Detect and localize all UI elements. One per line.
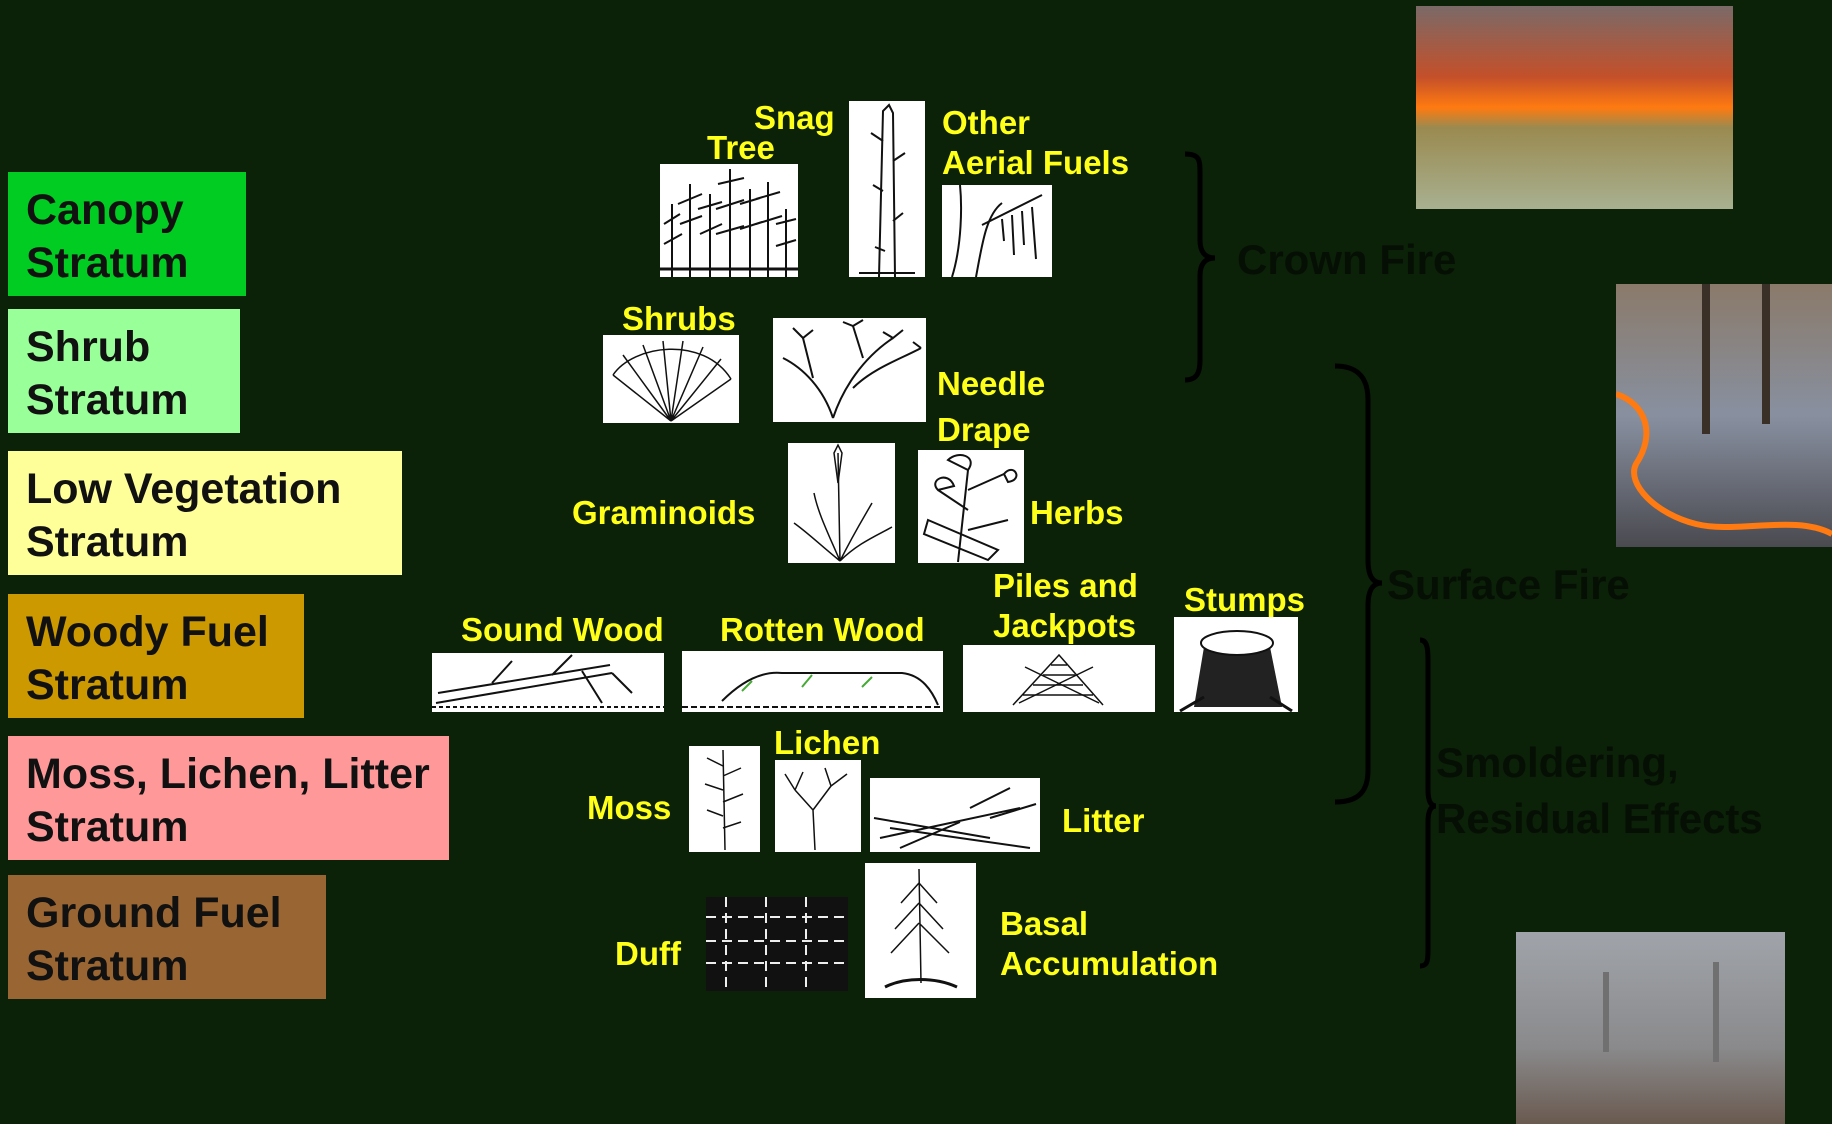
smoldering-bracket [1420,640,1436,966]
label-line1: Smoldering, [1436,735,1763,791]
crown-fire-label: Crown Fire [1237,232,1456,288]
crown-fire-bracket [1185,154,1215,380]
smoldering-label: Smoldering, Residual Effects [1436,735,1763,847]
label-line2: Residual Effects [1436,791,1763,847]
surface-fire-bracket [1335,366,1382,802]
surface-fire-label: Surface Fire [1387,557,1630,613]
